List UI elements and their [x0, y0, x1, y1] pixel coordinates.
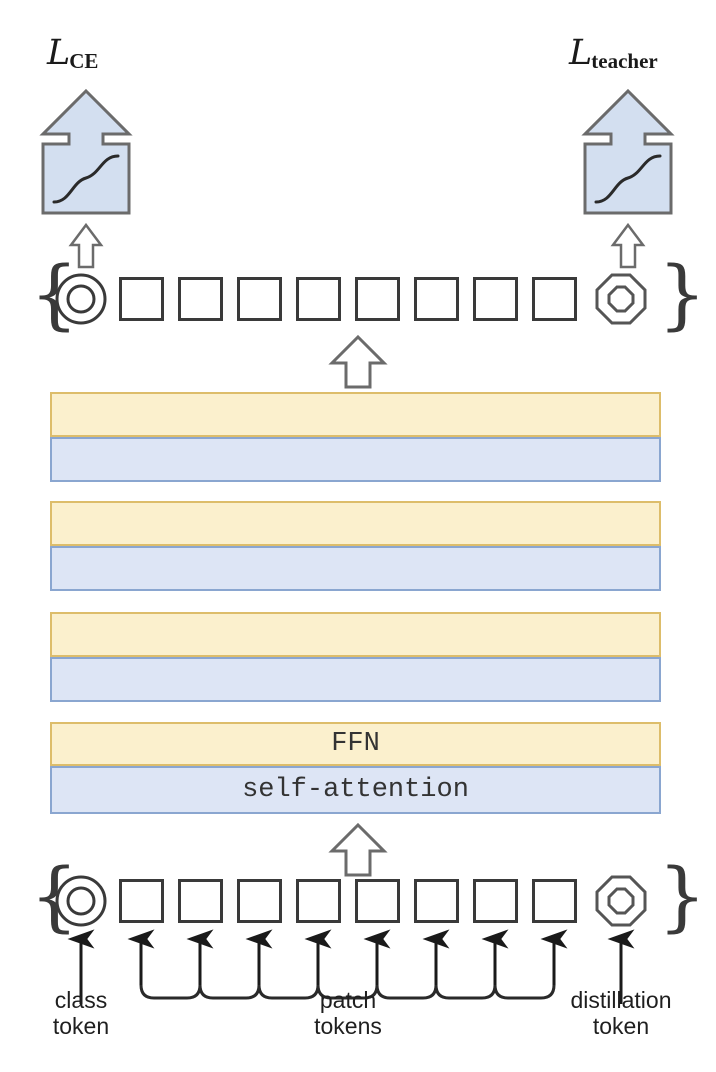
label-patch-tokens-line1: patch — [319, 987, 377, 1013]
output-patch-token — [237, 277, 282, 321]
output-patch-token — [296, 277, 341, 321]
ffn-layer — [50, 392, 661, 437]
input-patch-token — [237, 879, 282, 923]
sigmoid-curve-icon — [594, 154, 662, 204]
output-class-token — [54, 272, 108, 326]
softmax-box-shape — [39, 88, 133, 215]
output-token-row: { } — [0, 256, 716, 332]
ffn-layer: FFN — [50, 722, 661, 766]
input-patch-token — [296, 879, 341, 923]
input-distillation-token — [594, 874, 648, 928]
loss-symbol-teacher: L — [569, 33, 592, 73]
output-distillation-token — [594, 272, 648, 326]
ffn-layer — [50, 501, 661, 546]
loss-label-ce: LCE — [47, 36, 98, 72]
input-patch-token — [119, 879, 164, 923]
loss-subscript-teacher: teacher — [591, 49, 658, 73]
transformer-block — [50, 612, 661, 702]
label-patch-tokens: patch tokens — [278, 987, 418, 1040]
loss-label-teacher: Lteacher — [569, 36, 658, 72]
teacher-classifier-head — [578, 88, 678, 216]
output-patch-token — [178, 277, 223, 321]
softmax-box-shape — [581, 88, 675, 215]
output-patch-token — [414, 277, 459, 321]
arrow-blocks-to-output-tokens — [327, 334, 389, 390]
input-class-token — [54, 874, 108, 928]
output-row-right-brace: } — [658, 249, 707, 338]
input-patch-token — [473, 879, 518, 923]
self-attention-layer — [50, 657, 661, 702]
output-patch-token — [473, 277, 518, 321]
input-feed-arrows — [0, 929, 716, 1010]
self-attention-layer — [50, 437, 661, 482]
arrow-input-tokens-to-blocks — [327, 822, 389, 878]
transformer-block-labelled: FFN self-attention — [50, 722, 661, 814]
ce-classifier-head — [36, 88, 136, 216]
self-attention-layer — [50, 546, 661, 591]
label-distillation-token-line2: token — [592, 1012, 650, 1039]
input-patch-token — [532, 879, 577, 923]
input-token-row: { } — [0, 858, 716, 934]
label-distillation-token-line1: distillation — [570, 987, 672, 1013]
patch-token-bracket — [139, 984, 556, 1000]
output-patch-token — [532, 277, 577, 321]
input-patch-token — [355, 879, 400, 923]
input-row-right-brace: } — [658, 851, 707, 940]
label-patch-tokens-line2: tokens — [314, 1012, 382, 1039]
loss-subscript-ce: CE — [69, 49, 99, 73]
output-patch-token — [355, 277, 400, 321]
arrow-distillation-token-to-teacher-head — [608, 222, 648, 270]
input-patch-token — [178, 879, 223, 923]
label-class-token: class token — [11, 987, 151, 1040]
loss-symbol-ce: L — [47, 33, 70, 73]
input-patch-token — [414, 879, 459, 923]
sigmoid-curve-icon — [52, 154, 120, 204]
label-class-token-line1: class — [54, 987, 108, 1013]
ffn-layer — [50, 612, 661, 657]
label-distillation-token: distillation token — [551, 987, 691, 1040]
label-class-token-line2: token — [52, 1012, 110, 1039]
arrow-class-token-to-ce-head — [66, 222, 106, 270]
self-attention-layer: self-attention — [50, 766, 661, 814]
transformer-block — [50, 501, 661, 591]
transformer-block — [50, 392, 661, 482]
output-patch-token — [119, 277, 164, 321]
